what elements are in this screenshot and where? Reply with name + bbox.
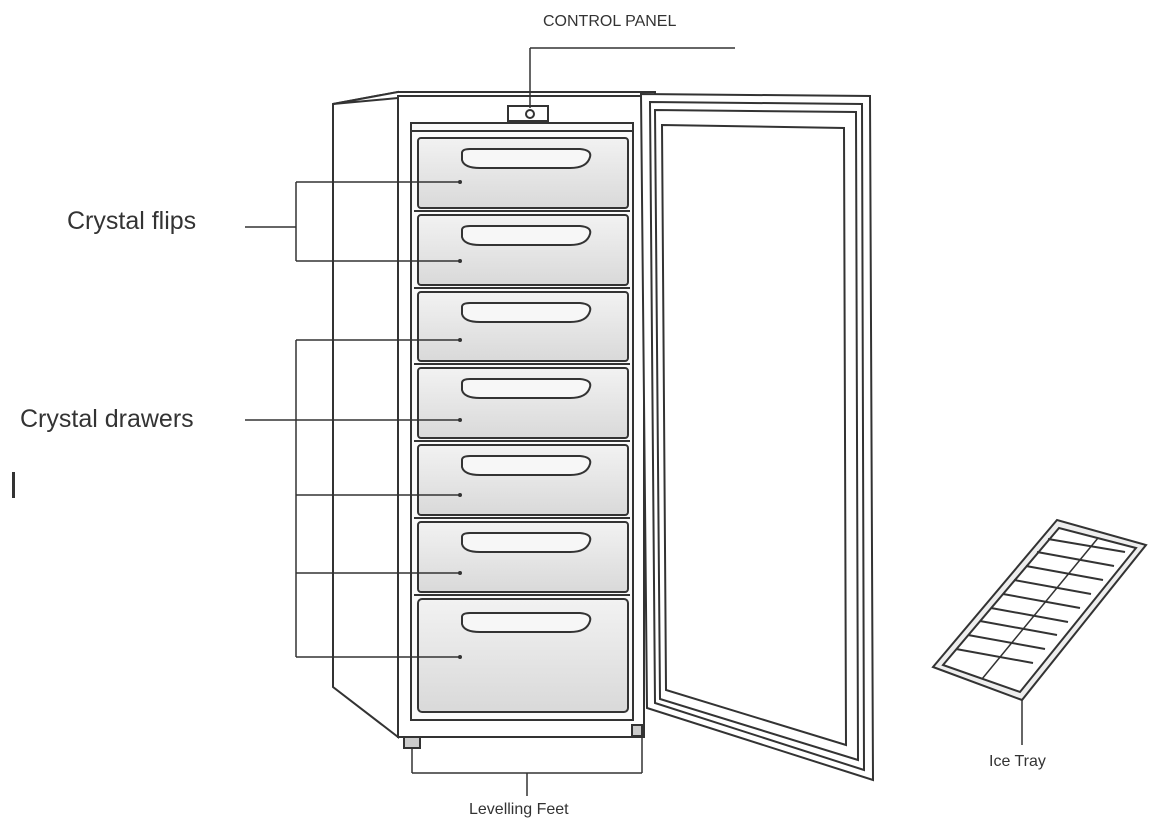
crystal-drawer bbox=[417, 367, 629, 439]
control-panel-label: CONTROL PANEL bbox=[543, 13, 677, 30]
freezer-door bbox=[639, 92, 875, 782]
crystal-flips-label: Crystal flips bbox=[67, 207, 197, 235]
text-cursor-mark bbox=[12, 472, 15, 498]
crystal-drawer bbox=[417, 598, 629, 713]
crystal-drawer bbox=[417, 444, 629, 516]
ice-tray-label: Ice Tray bbox=[989, 753, 1046, 770]
cabinet-side-panel bbox=[332, 90, 399, 740]
leader-lines bbox=[245, 47, 1023, 796]
crystal-flip bbox=[417, 137, 629, 209]
crystal-drawer bbox=[417, 291, 629, 362]
crystal-flip bbox=[417, 214, 629, 286]
leader-dots bbox=[458, 180, 1024, 667]
control-knob-icon bbox=[525, 109, 535, 119]
crystal-drawer bbox=[417, 521, 629, 593]
control-panel bbox=[507, 105, 549, 122]
levelling-feet-label: Levelling Feet bbox=[469, 801, 569, 818]
ice-tray bbox=[931, 518, 1148, 702]
drawer-stack bbox=[414, 137, 630, 713]
crystal-drawers-label: Crystal drawers bbox=[20, 405, 194, 433]
levelling-feet bbox=[403, 724, 643, 749]
